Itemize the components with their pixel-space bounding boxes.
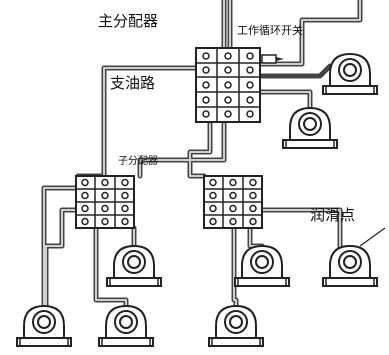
- bearing-icon: [106, 245, 162, 287]
- bearing-icon: [98, 305, 154, 347]
- sub-distributor-right-icon: [203, 175, 263, 229]
- bearing-icon: [322, 245, 378, 287]
- lube-point-leader: [359, 227, 386, 247]
- sub-distributor-left-icon: [75, 175, 135, 229]
- bearing-icon: [282, 107, 338, 149]
- main-distributor-icon: [195, 47, 261, 123]
- bearing-icon: [16, 305, 72, 347]
- cycle-switch-icon: [261, 54, 284, 64]
- bearing-icon: [322, 53, 378, 95]
- bearing-icon: [234, 245, 290, 287]
- branch-oil-line-label: 支油路: [110, 74, 156, 92]
- cycle-switch-label: 工作循环开关: [237, 24, 303, 37]
- sub-distributor-label: 子分配器: [118, 156, 158, 167]
- lube-point-label: 润滑点: [310, 206, 356, 224]
- pipe-network: [41, 0, 363, 311]
- main-distributor-label: 主分配器: [98, 12, 159, 30]
- bearing-icon: [208, 305, 264, 347]
